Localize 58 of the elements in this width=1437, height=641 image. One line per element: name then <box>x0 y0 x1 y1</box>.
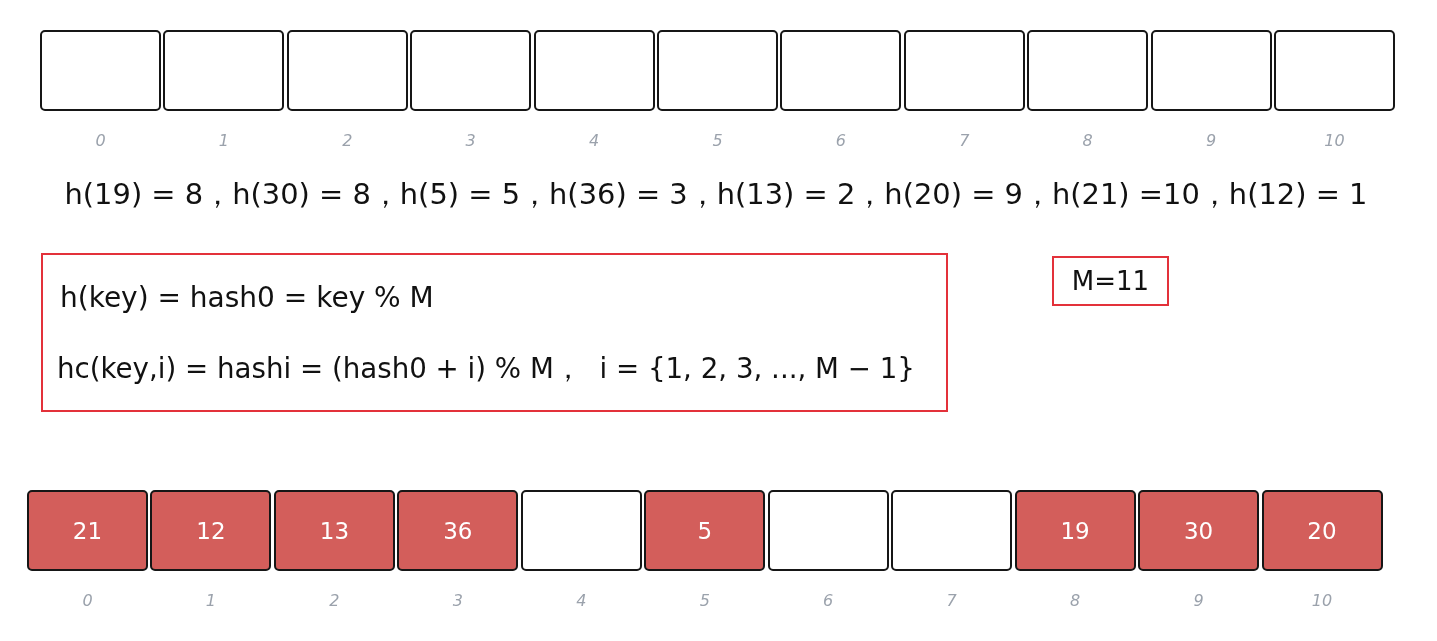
index-number: 0 <box>82 591 93 610</box>
array-cell <box>767 490 889 571</box>
array-cell <box>1138 490 1260 571</box>
array-cell <box>150 490 272 571</box>
index-number: 5 <box>699 591 710 610</box>
cell-value: 20 <box>1307 517 1337 544</box>
index-number: 8 <box>1082 131 1093 150</box>
cell-value: 12 <box>196 517 226 544</box>
array-cell <box>891 490 1013 571</box>
index-number: 9 <box>1206 131 1217 150</box>
array-cell <box>410 30 532 111</box>
modulus-text: M=11 <box>1071 266 1150 296</box>
modulus-box <box>1052 256 1169 306</box>
index-number: 7 <box>959 131 970 150</box>
array-cell <box>163 30 285 111</box>
formula-text: hc(key,i) = hashi = (hash0 + i) % M， i = {1, 2, 3, ..., M − 1} <box>57 350 915 387</box>
array-cell <box>780 30 902 111</box>
formula-box <box>41 253 948 412</box>
array-cell <box>27 490 148 571</box>
array-cell <box>1027 30 1149 111</box>
array-cell <box>657 30 778 111</box>
array-cell <box>397 490 519 571</box>
cell-value: 21 <box>72 517 103 544</box>
array-cell <box>1274 30 1395 111</box>
cell-value: 19 <box>1060 517 1090 544</box>
array-cell <box>1150 30 1272 111</box>
array-cell <box>273 490 395 571</box>
index-number: 3 <box>452 591 463 610</box>
index-number: 4 <box>576 591 587 610</box>
index-number: 0 <box>95 131 106 150</box>
array-cell <box>520 490 642 571</box>
array-cell <box>644 490 766 571</box>
index-number: 10 <box>1311 591 1333 610</box>
cell-value: 13 <box>319 517 350 544</box>
formula-text: h(key) = hash0 = key % M <box>60 280 434 314</box>
index-number: 6 <box>823 591 834 610</box>
array-cell <box>40 30 161 111</box>
index-number: 2 <box>342 131 353 150</box>
cell-value: 36 <box>443 517 473 544</box>
index-number: 4 <box>589 131 600 150</box>
array-cell <box>1261 490 1383 571</box>
hash-values-text: h(19) = 8，h(30) = 8，h(5) = 5，h(36) = 3，h(13) = 2，h(20) = 9，h(21) =10，h(12) = 1 <box>64 176 1368 213</box>
index-number: 10 <box>1324 131 1345 150</box>
index-number: 6 <box>835 131 846 150</box>
array-cell <box>286 30 408 111</box>
array-cell <box>903 30 1025 111</box>
index-number: 9 <box>1193 591 1204 610</box>
array-cell <box>533 30 655 111</box>
index-number: 7 <box>946 591 957 610</box>
cell-value: 5 <box>697 517 713 544</box>
index-number: 3 <box>465 131 476 150</box>
index-number: 5 <box>712 131 723 150</box>
array-cell <box>1014 490 1136 571</box>
index-number: 1 <box>218 131 229 150</box>
index-number: 2 <box>329 591 340 610</box>
cell-value: 30 <box>1183 517 1214 544</box>
index-number: 8 <box>1070 591 1081 610</box>
index-number: 1 <box>205 591 217 610</box>
